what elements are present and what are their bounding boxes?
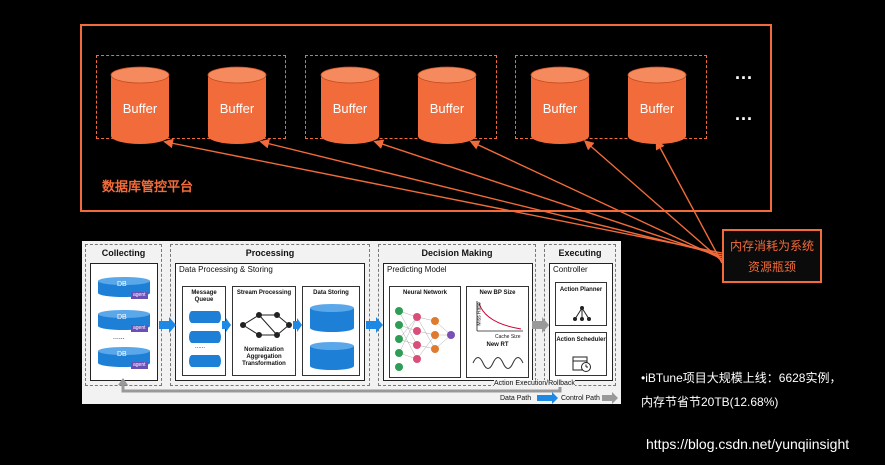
action-planner-box: Action Planner xyxy=(555,282,607,326)
buffer-label: Buffer xyxy=(122,101,158,116)
stage-executing: Executing Controller Action Planner Acti… xyxy=(544,244,616,386)
stage-title-processing: Processing xyxy=(245,248,295,258)
prediction-output-box: New BP Size Miss Ratio Cache Size New RT xyxy=(466,286,529,378)
deployment-note-line-2: 内存节省节20TB(12.68%) xyxy=(641,395,779,409)
callout-line-2: 资源瓶颈 xyxy=(747,260,796,274)
message-queue-title: Message Queue xyxy=(191,290,217,303)
stage-processing: Processing Data Processing & Storing Mes… xyxy=(170,244,370,386)
rt-wave-chart xyxy=(472,357,524,369)
buffer-group-1 xyxy=(96,55,286,139)
planner-tree-icon xyxy=(573,306,591,321)
executing-panel: Controller Action Planner Action Schedul… xyxy=(549,263,613,381)
queue-dots: ...... xyxy=(195,344,206,350)
source-watermark: https://blog.csdn.net/yunqiinsight xyxy=(646,436,850,452)
stream-steps: Normalization Aggregation Transformation xyxy=(242,347,286,367)
ellipsis-bottom: ... xyxy=(735,104,754,124)
agent-badge: agent xyxy=(131,362,148,369)
buffer-cylinder-6: Buffer xyxy=(627,66,687,146)
collecting-dots: ...... xyxy=(113,334,125,341)
ellipsis-top: ... xyxy=(735,63,754,83)
new-rt-title: New RT xyxy=(486,342,509,348)
pipeline-diagram: Collecting DB agent DB agent ...... DB a… xyxy=(82,241,621,404)
neural-network-icon xyxy=(395,307,455,371)
processing-panel-title: Data Processing & Storing xyxy=(179,265,273,274)
cache-size-label: Cache Size xyxy=(495,334,521,340)
stage-collecting: Collecting DB agent DB agent ...... DB a… xyxy=(85,244,162,386)
legend-data-path: Data Path xyxy=(500,395,532,402)
buffer-group-3 xyxy=(515,55,707,139)
calendar-clock-icon xyxy=(572,356,591,372)
legend-control-path: Control Path xyxy=(561,395,600,402)
stream-processing-box: Stream Processing Normalization Aggregat… xyxy=(232,286,296,376)
message-queue-box: Message Queue ...... xyxy=(182,286,226,376)
data-storing-title: Data Storing xyxy=(313,290,349,296)
miss-ratio-chart xyxy=(476,301,523,332)
action-planner-title: Action Planner xyxy=(559,287,603,293)
buffer-cylinder-4: Buffer xyxy=(417,66,477,146)
buffer-label: Buffer xyxy=(219,101,255,116)
neural-network-title: Neural Network xyxy=(402,290,447,296)
collecting-panel: DB agent DB agent ...... DB agent xyxy=(90,263,158,381)
stage-title-decision: Decision Making xyxy=(421,248,493,258)
deployment-note-line-1: •iBTune项目大规模上线：6628实例， xyxy=(641,371,842,385)
buffer-cylinder-2: Buffer xyxy=(207,66,267,146)
db-label: DB xyxy=(117,351,127,358)
stage-title-collecting: Collecting xyxy=(101,248,146,258)
callout-line-1: 内存消耗为系统 xyxy=(729,239,814,253)
data-storing-box: Data Storing xyxy=(302,286,360,376)
deployment-note: •iBTune项目大规模上线：6628实例， 内存节省节20TB(12.68%) xyxy=(641,366,841,414)
processing-panel: Data Processing & Storing Message Queue … xyxy=(175,263,365,381)
neural-network-box: Neural Network xyxy=(389,286,461,378)
decision-panel-title: Predicting Model xyxy=(387,265,447,274)
stage-decision-making: Decision Making Predicting Model Neural … xyxy=(378,244,536,386)
stream-graph-icon xyxy=(240,312,292,338)
stage-title-executing: Executing xyxy=(558,248,602,258)
buffer-label: Buffer xyxy=(639,101,675,116)
buffer-label: Buffer xyxy=(332,101,368,116)
platform-label: 数据库管控平台 xyxy=(102,179,194,194)
action-scheduler-box: Action Scheduler xyxy=(555,332,607,376)
buffer-label: Buffer xyxy=(429,101,465,116)
agent-badge: agent xyxy=(131,325,148,332)
buffer-label: Buffer xyxy=(542,101,578,116)
db-label: DB xyxy=(117,314,127,321)
controller-title: Controller xyxy=(553,265,588,274)
buffer-group-2 xyxy=(305,55,497,139)
memory-bottleneck-callout: 内存消耗为系统 资源瓶颈 xyxy=(722,229,822,283)
db-label: DB xyxy=(117,281,127,288)
new-bp-size-title: New BP Size xyxy=(479,290,516,296)
buffer-cylinder-3: Buffer xyxy=(320,66,380,146)
decision-panel: Predicting Model Neural Network xyxy=(383,263,533,381)
buffer-cylinder-5: Buffer xyxy=(530,66,590,146)
stream-processing-title: Stream Processing xyxy=(236,290,292,296)
action-scheduler-title: Action Scheduler xyxy=(556,337,606,343)
buffer-cylinder-1: Buffer xyxy=(110,66,170,146)
queue-bars xyxy=(189,311,221,367)
storage-cylinders xyxy=(310,304,354,370)
feedback-label: Action Execution/Rollback xyxy=(494,380,575,387)
agent-badge: agent xyxy=(131,292,148,299)
platform-frame xyxy=(80,24,772,212)
